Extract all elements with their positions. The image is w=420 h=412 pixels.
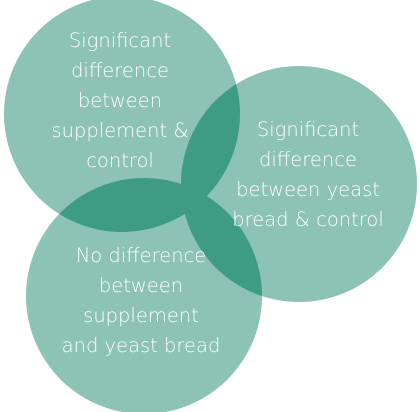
- label-supplement-control: Significant difference between supplemen…: [20, 26, 220, 176]
- label-line: between yeast: [236, 178, 380, 201]
- label-line: control: [86, 149, 154, 172]
- label-line: bread & control: [232, 208, 384, 231]
- label-line: No difference: [75, 244, 207, 267]
- circle-supplement-control: [4, 0, 240, 232]
- label-line: difference: [259, 148, 357, 171]
- label-line: between: [77, 89, 163, 112]
- label-yeast-bread-control: Significant difference between yeast bre…: [208, 115, 408, 235]
- label-line: and yeast bread: [61, 334, 221, 357]
- overlap-b-c: [181, 178, 262, 302]
- label-line: supplement: [83, 304, 199, 327]
- label-line: Significant: [68, 29, 172, 52]
- label-supplement-yeast-bread: No difference between supplement and yea…: [36, 241, 246, 361]
- label-line: Significant: [256, 118, 360, 141]
- label-line: difference: [71, 59, 169, 82]
- label-line: between: [98, 274, 184, 297]
- label-line: supplement &: [51, 119, 189, 142]
